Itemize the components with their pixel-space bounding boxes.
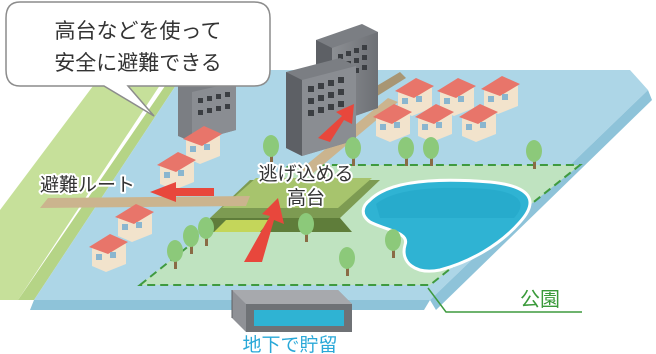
tree [198,217,214,246]
tree [423,137,439,166]
underground-storage-tank [231,290,352,332]
building-behind-callout [178,76,236,142]
house [373,104,412,142]
tree [398,137,414,166]
pond [361,178,532,273]
embankment-edge [18,70,186,300]
house [157,152,196,190]
tree [183,225,199,254]
tree [167,240,183,269]
house [437,78,476,116]
high-ground-label-1-outline: 逃げ込める [258,163,353,185]
house [415,104,454,142]
evacuation-arrow-to-building [318,104,354,142]
plain-right-edge [430,90,652,310]
house [183,126,222,164]
evacuation-route-label-fill: 避難ルート [40,174,135,196]
house [459,104,498,142]
house [395,78,434,116]
high-ground-ramp [214,220,270,232]
tree [385,229,401,258]
tree [263,135,279,164]
evacuation-route-label: 避難ルート [40,174,135,196]
tree [526,140,542,169]
high-ground-label-2-outline: 高台 [287,187,325,209]
park-leader-line [427,287,582,313]
tree [339,247,355,276]
house [481,76,520,114]
evacuation-arrow-to-mound [244,198,284,262]
high-ground-label-1: 逃げ込める [258,163,353,185]
high-ground-label-2: 高台 [287,187,325,209]
house [89,234,128,272]
tall-building-front [286,58,356,156]
underground-storage-label: 地下で貯留 [242,334,337,354]
high-ground-top [222,178,372,208]
house [115,204,154,242]
park-boundary [137,164,583,286]
plain-front-edge [30,300,430,310]
evacuation-arrow-left [150,182,214,202]
tree [298,213,314,242]
callout-line-1: 高台などを使って [55,19,222,43]
callout-line-2: 安全に避難できる [54,51,222,75]
evacuation-road [40,196,250,208]
tree [345,137,361,166]
pond-shade [376,187,521,218]
speech-bubble [5,1,271,117]
park-label: 公園 [520,287,560,311]
